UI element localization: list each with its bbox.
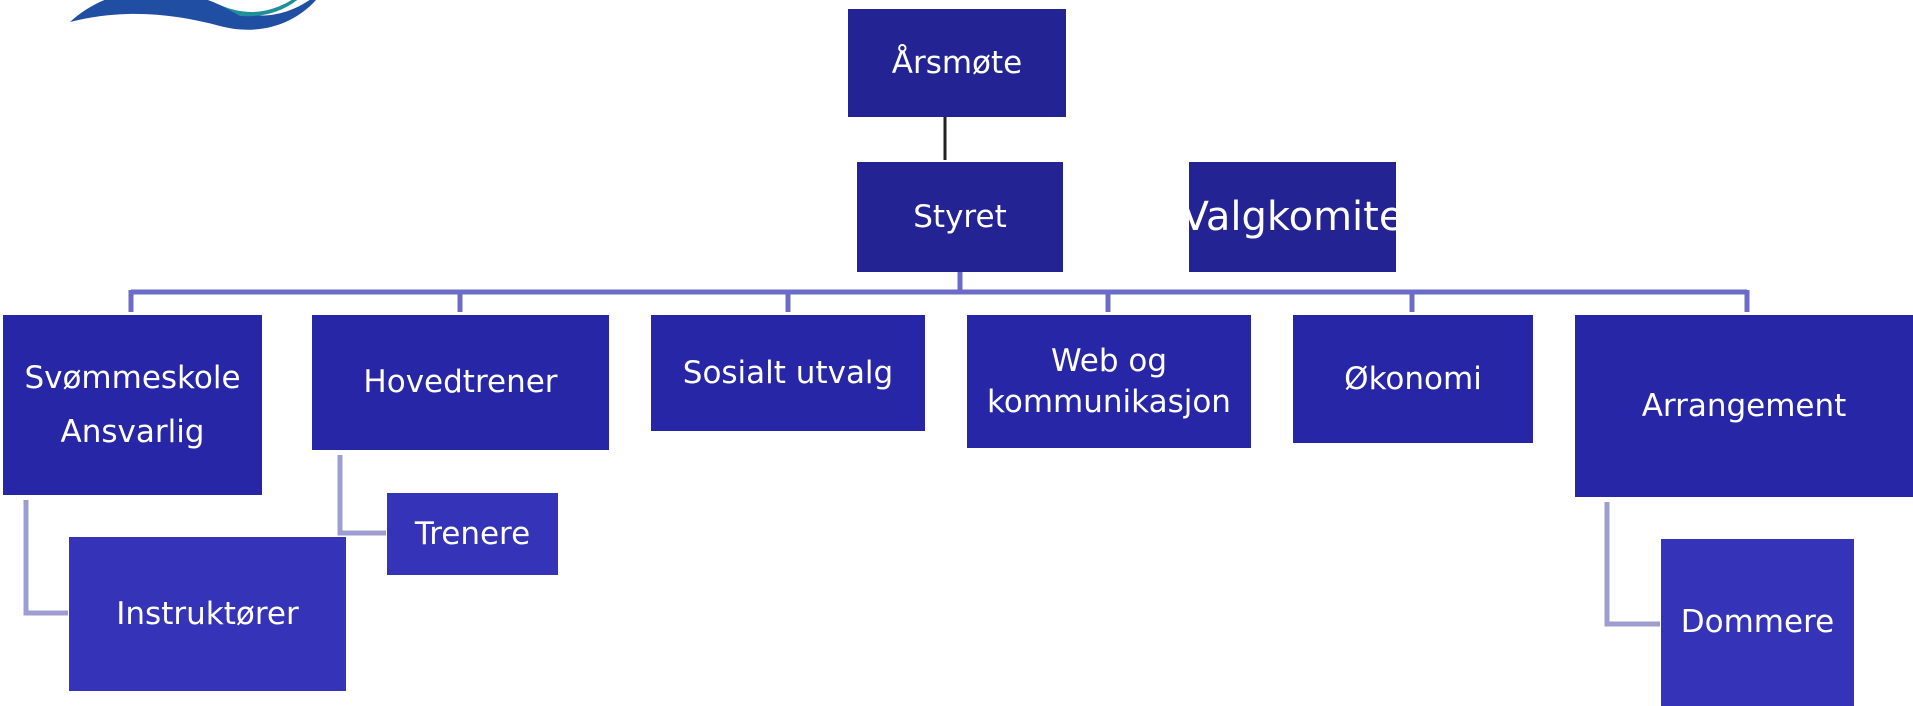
node-okonomi-label: Økonomi <box>1344 360 1482 397</box>
node-sosialt-utvalg-label: Sosialt utvalg <box>682 354 894 391</box>
node-valgkomite-label: Valgkomite <box>1181 194 1404 240</box>
node-arrangement: Arrangement <box>1575 315 1913 497</box>
node-svommeskole-label: Svømmeskole Ansvarlig <box>24 359 241 450</box>
node-okonomi: Økonomi <box>1293 315 1533 443</box>
node-trenere: Trenere <box>387 493 558 575</box>
node-web-kommunikasjon: Web og kommunikasjon <box>967 315 1251 448</box>
node-arsmote-label: Årsmøte <box>891 44 1023 81</box>
node-dommere: Dommere <box>1661 539 1854 706</box>
node-instruktorer-label: Instruktører <box>116 595 299 632</box>
node-trenere-label: Trenere <box>414 515 531 552</box>
node-sosialt-utvalg: Sosialt utvalg <box>651 315 925 431</box>
node-arsmote: Årsmøte <box>848 9 1066 117</box>
node-arrangement-label: Arrangement <box>1641 387 1847 424</box>
node-valgkomite: Valgkomite <box>1182 162 1403 272</box>
node-dommere-label: Dommere <box>1680 604 1835 641</box>
node-hovedtrener-label: Hovedtrener <box>363 364 558 401</box>
node-svommeskole: Svømmeskole Ansvarlig <box>3 315 262 495</box>
node-styret: Styret <box>857 162 1063 272</box>
node-instruktorer: Instruktører <box>69 537 346 691</box>
node-styret-label: Styret <box>913 198 1007 235</box>
club-logo <box>70 0 316 30</box>
node-hovedtrener: Hovedtrener <box>312 315 609 450</box>
node-web-kommunikasjon-label: Web og kommunikasjon <box>987 343 1231 420</box>
